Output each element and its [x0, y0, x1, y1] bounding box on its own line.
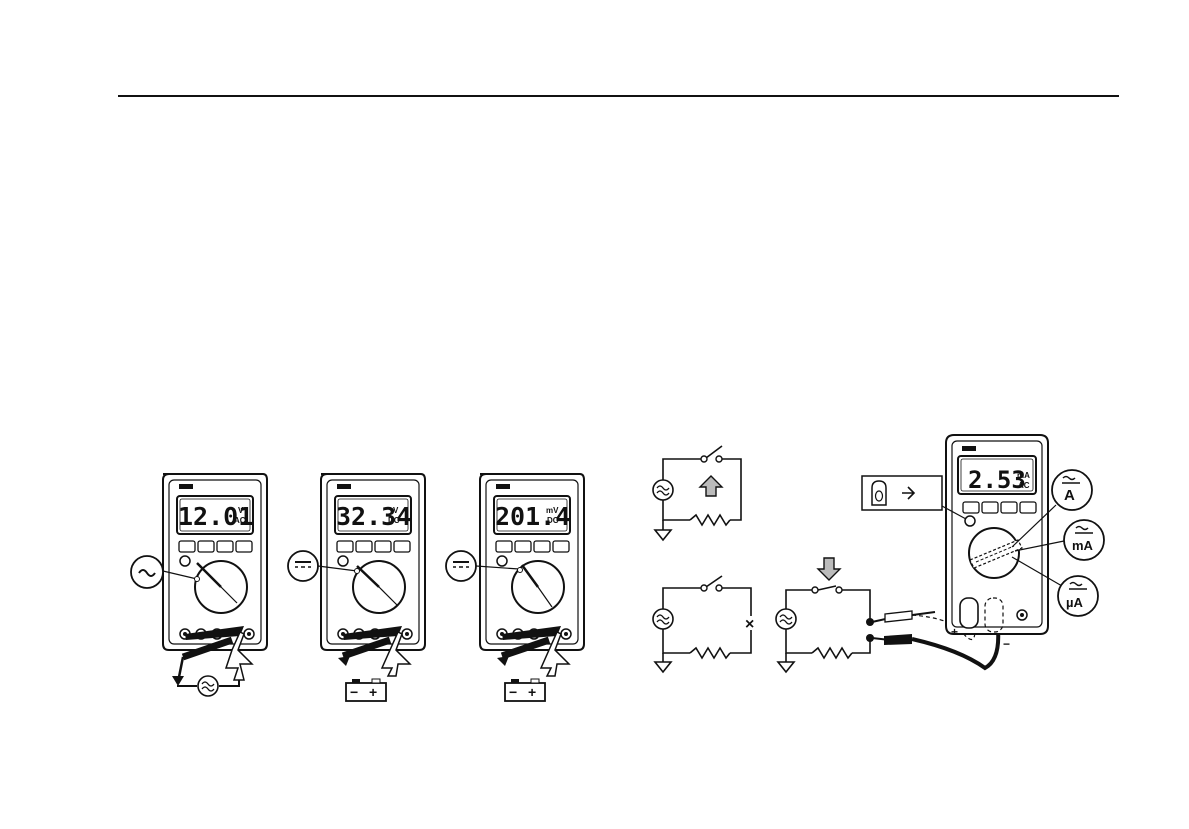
meter-dc-millivolts-unit-top: mV: [546, 506, 559, 515]
battery-plus-label: +: [528, 684, 536, 700]
mv-dc-function-callout: [446, 551, 476, 581]
meter-dc-millivolts-reading: 201.4: [495, 502, 570, 531]
dc-function-callout: [288, 551, 318, 581]
meter-ac-volts-unit-bottom: AC: [234, 516, 246, 525]
amps-label: A: [1064, 487, 1075, 504]
close-switch-arrow-icon: [818, 558, 840, 580]
battery-minus-label: −: [509, 684, 517, 700]
milliamps-label: mA: [1072, 538, 1094, 553]
red-probe: [885, 611, 912, 622]
battery-plus-label: +: [369, 684, 377, 700]
terminal-plus-label: +: [951, 625, 958, 639]
meter-dc-volts-unit-bottom: DC: [388, 516, 400, 525]
meter-dc-millivolts: 201.4 mV DC − +: [446, 474, 584, 701]
meter-dc-volts: 32.34 V DC − +: [288, 474, 425, 701]
terminal-minus-label: −: [1003, 637, 1010, 651]
ac-source-icon: [198, 676, 218, 696]
meter-ac-volts: 12.01 V AC: [131, 474, 267, 696]
amps-callout: A: [1052, 470, 1092, 510]
break-mark: ×: [745, 616, 754, 633]
circuit-break: ×: [653, 576, 754, 672]
microamps-label: µA: [1066, 595, 1083, 610]
meter-ac-volts-unit-top: V: [238, 506, 244, 515]
milliamps-callout: mA: [1064, 520, 1104, 560]
meter-dc-volts-reading: 32.34: [336, 502, 411, 531]
meter-current-unit-top: mA: [1017, 471, 1030, 480]
battery-icon: − +: [346, 679, 386, 701]
meter-dc-millivolts-unit-bottom: DC: [547, 516, 559, 525]
battery-minus-label: −: [350, 684, 358, 700]
circuit-power-off: [653, 446, 741, 540]
battery-icon: − +: [505, 679, 545, 701]
microamps-callout: µA: [1058, 576, 1098, 616]
meter-current-unit-bottom: AC: [1018, 481, 1030, 490]
meter-dc-volts-unit-top: V: [393, 506, 399, 515]
open-switch-arrow-icon: [700, 476, 722, 496]
black-probe: [884, 634, 912, 645]
